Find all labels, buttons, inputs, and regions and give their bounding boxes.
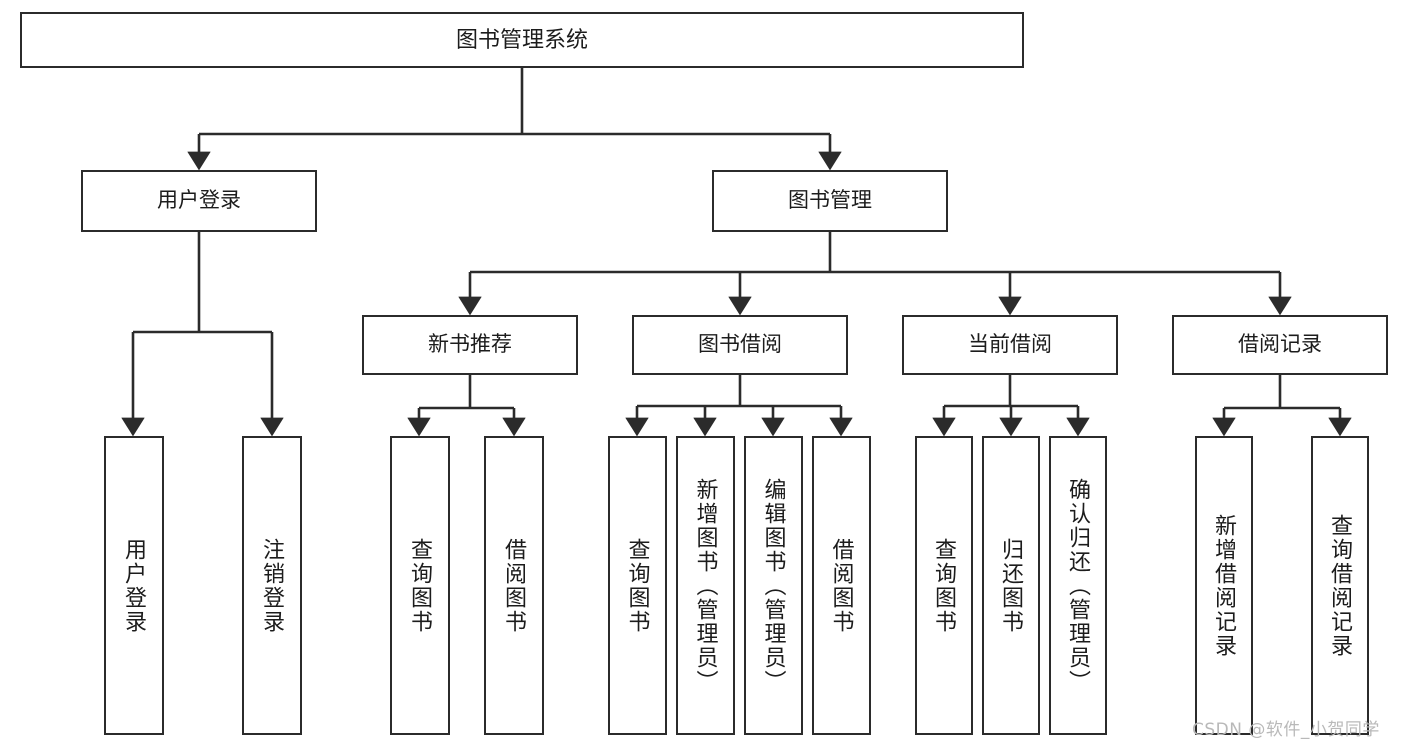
- node-label: 查询图书: [625, 537, 651, 634]
- node-label: 当前借阅: [968, 333, 1052, 357]
- node-root-system[interactable]: 图书管理系统: [20, 12, 1024, 68]
- node-label: 借阅记录: [1238, 333, 1322, 357]
- leaf-new-book-borrow[interactable]: 借阅图书: [484, 436, 544, 735]
- leaf-book-borrow-query[interactable]: 查询图书: [608, 436, 667, 735]
- node-label: 用户登录: [157, 189, 241, 213]
- node-label: 查询图书: [932, 537, 957, 634]
- node-current-borrow[interactable]: 当前借阅: [902, 315, 1118, 375]
- node-label: 图书管理: [788, 189, 872, 213]
- node-label: 图书借阅: [698, 333, 782, 357]
- node-label: 注销登录: [260, 537, 285, 634]
- leaf-book-borrow-borrow[interactable]: 借阅图书: [812, 436, 871, 735]
- node-user-login[interactable]: 用户登录: [81, 170, 317, 232]
- leaf-borrow-record-query[interactable]: 查询借阅记录: [1311, 436, 1369, 735]
- node-label: 借阅图书: [502, 537, 527, 634]
- node-label: 新增图书（管理员）: [693, 477, 719, 694]
- node-book-management[interactable]: 图书管理: [712, 170, 948, 232]
- node-new-book-recommend[interactable]: 新书推荐: [362, 315, 578, 375]
- node-label: 编辑图书（管理员）: [761, 477, 787, 694]
- node-label: 归还图书: [999, 537, 1024, 634]
- csdn-watermark: CSDN @软件_小贺同学: [1192, 720, 1380, 740]
- leaf-user-login-logout[interactable]: 注销登录: [242, 436, 302, 735]
- node-book-borrow[interactable]: 图书借阅: [632, 315, 848, 375]
- node-label: 新增借阅记录: [1212, 513, 1237, 658]
- node-borrow-record[interactable]: 借阅记录: [1172, 315, 1388, 375]
- node-label: 用户登录: [122, 537, 147, 634]
- node-label: 查询借阅记录: [1328, 513, 1353, 658]
- leaf-current-borrow-confirm-return[interactable]: 确认归还（管理员）: [1049, 436, 1107, 735]
- node-label: 查询图书: [408, 537, 433, 634]
- node-label: 图书管理系统: [455, 26, 588, 52]
- leaf-current-borrow-return[interactable]: 归还图书: [982, 436, 1040, 735]
- leaf-borrow-record-add[interactable]: 新增借阅记录: [1195, 436, 1253, 735]
- node-label: 新书推荐: [428, 333, 512, 357]
- leaf-new-book-query[interactable]: 查询图书: [390, 436, 450, 735]
- leaf-book-borrow-add[interactable]: 新增图书（管理员）: [676, 436, 735, 735]
- node-label: 借阅图书: [829, 537, 855, 634]
- leaf-user-login-login[interactable]: 用户登录: [104, 436, 164, 735]
- leaf-current-borrow-query[interactable]: 查询图书: [915, 436, 973, 735]
- leaf-book-borrow-edit[interactable]: 编辑图书（管理员）: [744, 436, 803, 735]
- node-label: 确认归还（管理员）: [1066, 477, 1091, 694]
